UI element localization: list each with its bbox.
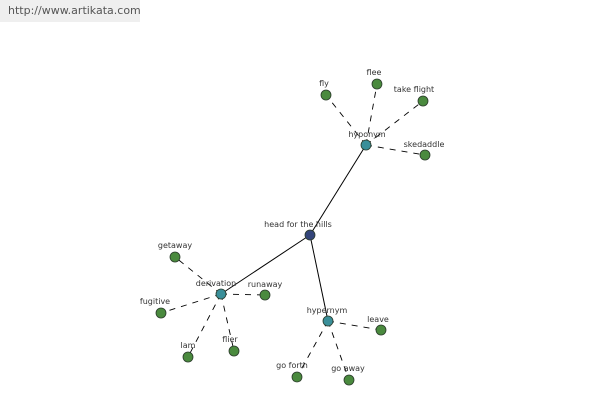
edge-hyponym-to-skedaddle (365, 144, 426, 156)
node-dot-go-away[interactable] (343, 374, 355, 386)
node-dot-take-flight[interactable] (417, 95, 429, 107)
node-dot-lam[interactable] (182, 351, 194, 363)
edge-hyponym-to-take-flight (365, 100, 424, 146)
node-dot-flee[interactable] (371, 78, 383, 90)
node-label-derivation: derivation (196, 279, 236, 288)
node-go-away[interactable]: go away (331, 364, 365, 386)
node-dot-flier[interactable] (228, 345, 240, 357)
graph-edges (160, 83, 426, 381)
node-label-runaway: runaway (248, 280, 283, 289)
node-leave[interactable]: leave (367, 315, 389, 336)
node-root[interactable]: head for the hills (264, 220, 332, 241)
node-dot-hyponym[interactable] (360, 139, 372, 151)
node-dot-fly[interactable] (320, 89, 332, 101)
edge-root-to-hyponym (309, 144, 367, 236)
node-label-go-away: go away (331, 364, 365, 373)
node-fugitive[interactable]: fugitive (140, 297, 170, 319)
node-dot-go-forth[interactable] (291, 371, 303, 383)
source-url[interactable]: http://www.artikata.com (0, 0, 141, 22)
node-label-root: head for the hills (264, 220, 332, 229)
node-derivation[interactable]: derivation (196, 279, 236, 300)
node-label-leave: leave (367, 315, 389, 324)
node-dot-hypernym[interactable] (322, 315, 334, 327)
node-getaway[interactable]: getaway (158, 241, 192, 263)
node-label-hypernym: hypernym (307, 306, 348, 315)
edge-derivation-to-fugitive (160, 293, 222, 314)
node-dot-runaway[interactable] (259, 289, 271, 301)
node-label-getaway: getaway (158, 241, 192, 250)
node-go-forth[interactable]: go forth (276, 361, 308, 383)
node-label-skedaddle: skedaddle (404, 140, 445, 149)
edge-derivation-to-getaway (174, 256, 222, 295)
node-runaway[interactable]: runaway (248, 280, 283, 301)
edge-hypernym-to-go-away (327, 320, 350, 381)
node-flier[interactable]: flier (222, 335, 240, 357)
node-dot-leave[interactable] (375, 324, 387, 336)
node-label-hyponym: hyponym (348, 130, 386, 139)
node-dot-root[interactable] (304, 229, 316, 241)
edge-root-to-hypernym (309, 234, 329, 322)
node-hyponym[interactable]: hyponym (348, 130, 386, 151)
node-skedaddle[interactable]: skedaddle (404, 140, 445, 161)
node-label-fugitive: fugitive (140, 297, 170, 306)
node-dot-getaway[interactable] (169, 251, 181, 263)
node-hypernym[interactable]: hypernym (307, 306, 348, 327)
edge-hypernym-to-go-forth (296, 320, 329, 378)
node-label-take-flight: take flight (394, 85, 434, 94)
node-dot-skedaddle[interactable] (419, 149, 431, 161)
node-label-fly: fly (319, 79, 329, 88)
edge-hyponym-to-fly (325, 94, 367, 146)
node-take-flight[interactable]: take flight (394, 85, 434, 107)
node-label-flier: flier (222, 335, 238, 344)
node-dot-fugitive[interactable] (155, 307, 167, 319)
node-dot-derivation[interactable] (215, 288, 227, 300)
graph-nodes: head for the hills hyponym derivation hyper… (140, 68, 445, 386)
node-flee[interactable]: flee (367, 68, 383, 90)
edge-derivation-to-runaway (220, 293, 266, 296)
node-label-lam: lam (181, 341, 196, 350)
node-fly[interactable]: fly (319, 79, 332, 101)
edge-hyponym-to-flee (365, 83, 378, 146)
node-label-flee: flee (367, 68, 382, 77)
node-lam[interactable]: lam (181, 341, 196, 363)
edge-root-to-derivation (220, 234, 311, 295)
node-label-go-forth: go forth (276, 361, 308, 370)
edge-hypernym-to-leave (327, 320, 382, 331)
edge-derivation-to-flier (220, 293, 235, 352)
